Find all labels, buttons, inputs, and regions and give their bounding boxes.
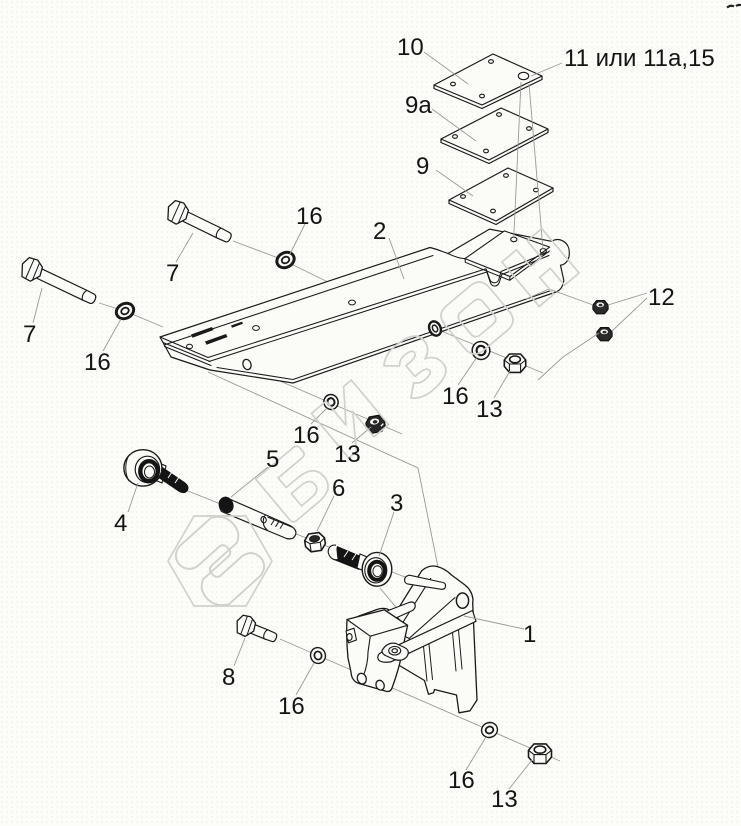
svg-text:13: 13 [334,441,361,468]
svg-text:13: 13 [491,786,518,813]
svg-text:5: 5 [266,446,279,473]
svg-text:11 или 11а,15: 11 или 11а,15 [564,45,715,72]
svg-text:9: 9 [416,153,429,180]
svg-text:2: 2 [373,218,386,245]
svg-text:16: 16 [293,422,320,449]
svg-text:16: 16 [442,383,469,410]
svg-text:16: 16 [84,349,111,376]
svg-text:16: 16 [448,767,475,794]
svg-text:16: 16 [278,693,305,720]
svg-text:8: 8 [222,664,235,691]
svg-text:12: 12 [648,284,675,311]
svg-text:6: 6 [332,475,345,502]
svg-text:16: 16 [296,203,323,230]
svg-text:4: 4 [114,510,127,537]
svg-text:13: 13 [476,396,503,423]
svg-text:3: 3 [390,490,403,517]
svg-text:7: 7 [23,321,36,348]
svg-text:1: 1 [523,621,536,648]
svg-text:7: 7 [166,260,179,287]
svg-text:10: 10 [397,34,424,61]
svg-text:9а: 9а [405,92,432,119]
